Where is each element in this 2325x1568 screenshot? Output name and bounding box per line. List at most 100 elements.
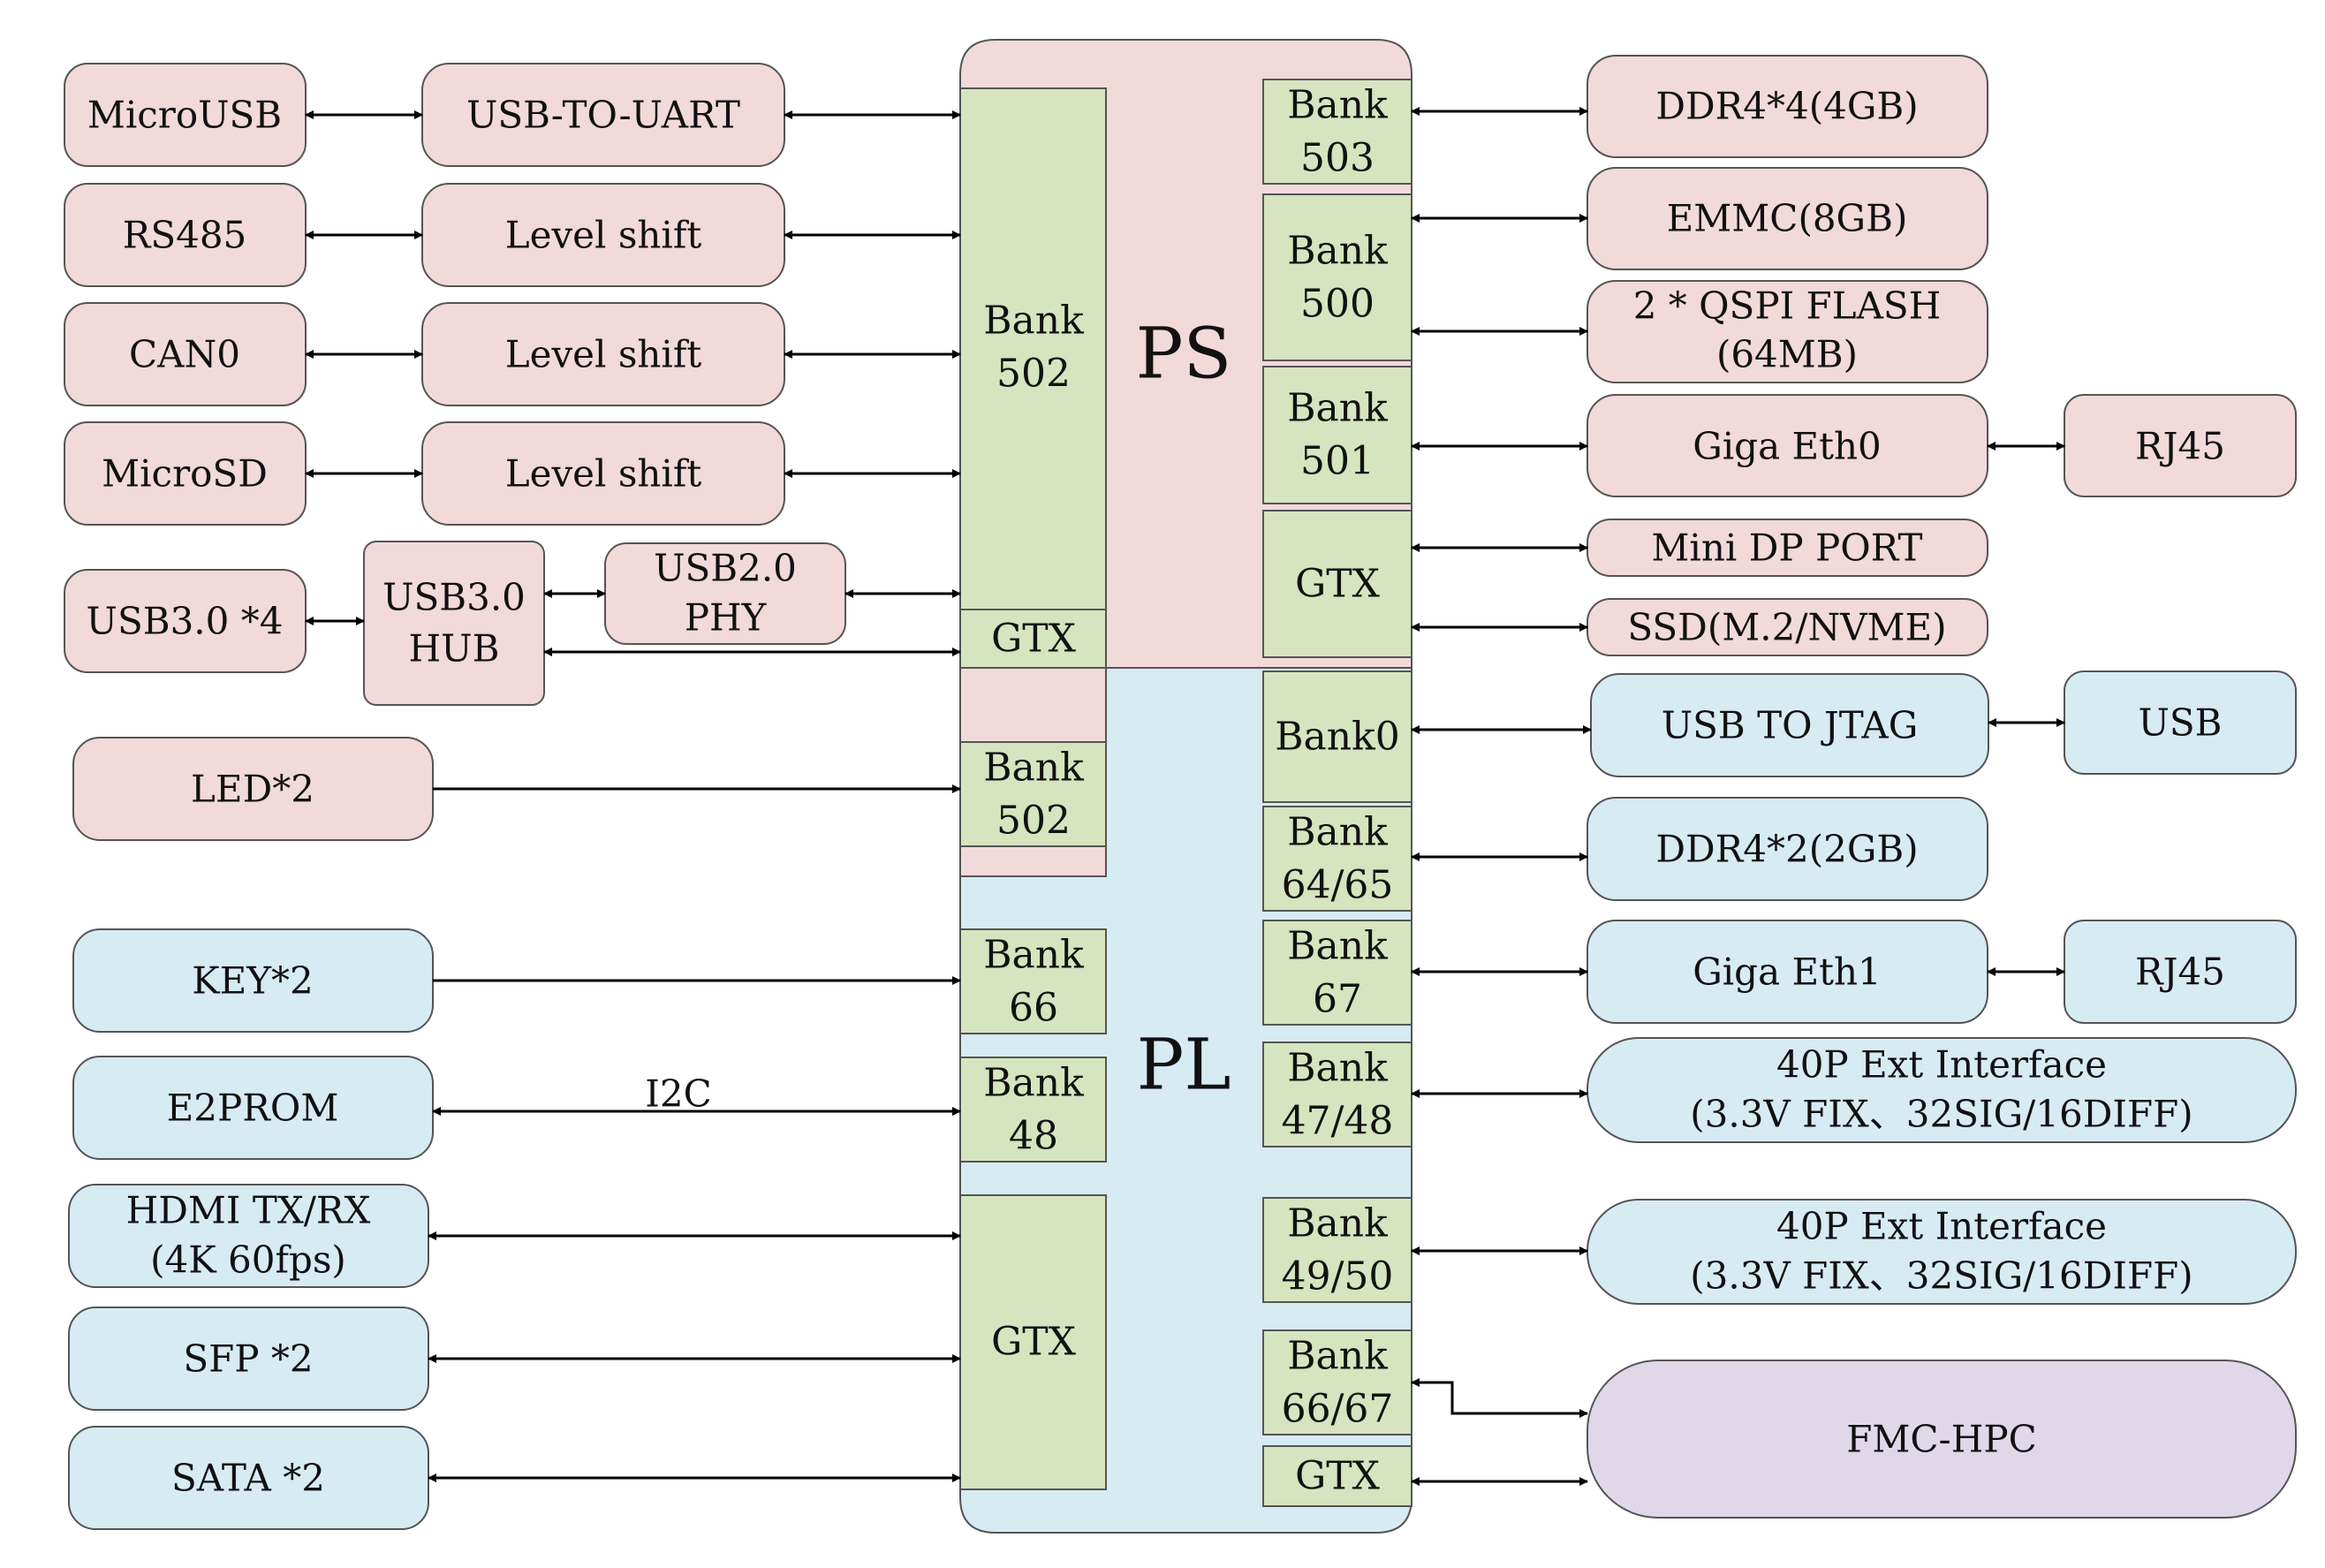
box-label: Bank0 [1275, 715, 1400, 760]
bank-66: Bank 66 [959, 928, 1107, 1034]
box-shape [959, 928, 1107, 1034]
box-label: Bank [1287, 1201, 1388, 1246]
usb20-phy-box: USB2.0 PHY [604, 542, 846, 645]
box-label: SSD(M.2/NVME) [1627, 606, 1946, 649]
box-label: USB3.0 *4 [87, 600, 284, 643]
key-box: KEY*2 [72, 928, 434, 1033]
box-label: 503 [1300, 136, 1375, 181]
bank-502-pl: Bank 502 [959, 741, 1107, 847]
box-label: 66/67 [1282, 1387, 1394, 1432]
bank-503: Bank 503 [1262, 79, 1412, 185]
box-label: 40P Ext Interface [1776, 1205, 2107, 1248]
usb30-hub-box: USB3.0 HUB [363, 541, 545, 706]
microusb-box: MicroUSB [64, 63, 307, 167]
usb30-x4-box: USB3.0 *4 [64, 569, 307, 673]
mini-dp-box: Mini DP PORT [1587, 519, 1988, 577]
box-label: 49/50 [1282, 1254, 1394, 1299]
box-label: 501 [1300, 439, 1375, 484]
ps-label: PS [1136, 313, 1232, 395]
box-label: 64/65 [1282, 863, 1394, 908]
bank-0: Bank0 [1262, 670, 1412, 803]
box-label: SATA *2 [171, 1457, 325, 1500]
box-shape [363, 541, 545, 706]
box-label: Bank [1287, 810, 1388, 855]
box-label: 47/48 [1282, 1099, 1394, 1144]
box-label: Bank [1287, 924, 1388, 969]
box-label: (3.3V FIX、32SIG/16DIFF) [1690, 1093, 2192, 1136]
bank-67: Bank 67 [1262, 920, 1412, 1026]
box-label: 502 [996, 799, 1071, 844]
rs485-box: RS485 [64, 183, 307, 287]
box-label: Bank [983, 933, 1084, 978]
box-label: KEY*2 [192, 959, 313, 1003]
box-label: Bank [983, 746, 1084, 791]
ext40p-box-1: 40P Ext Interface (3.3V FIX、32SIG/16DIFF… [1587, 1037, 2297, 1143]
box-label: Level shift [505, 452, 702, 496]
box-shape [959, 1057, 1107, 1163]
box-label: (3.3V FIX、32SIG/16DIFF) [1690, 1254, 2192, 1298]
level-shift-box-1: Level shift [421, 183, 785, 287]
box-shape [959, 87, 1107, 610]
can0-box: CAN0 [64, 302, 307, 406]
i2c-label: I2C [645, 1072, 711, 1116]
box-shape [1262, 670, 1412, 803]
box-shape [1262, 510, 1412, 658]
box-label: GTX [1295, 1454, 1380, 1499]
box-label: RJ45 [2135, 951, 2225, 994]
box-label: Giga Eth1 [1693, 951, 1882, 994]
box-label: 66 [1009, 986, 1058, 1031]
box-label: RS485 [123, 214, 247, 257]
usb-box: USB [2064, 670, 2297, 775]
box-label: 40P Ext Interface [1776, 1043, 2107, 1087]
box-label: PHY [685, 596, 768, 640]
box-label: MicroUSB [87, 94, 282, 137]
box-label: 502 [996, 352, 1071, 397]
level-shift-box-3: Level shift [421, 421, 785, 526]
box-label: DDR4*2(2GB) [1655, 828, 1918, 871]
box-label: USB-TO-UART [466, 94, 740, 137]
box-label: DDR4*4(4GB) [1655, 85, 1918, 128]
box-shape [1262, 193, 1412, 361]
box-label: (4K 60fps) [150, 1238, 346, 1282]
box-label: Bank [1287, 1334, 1388, 1379]
usb-to-uart-box: USB-TO-UART [421, 63, 785, 167]
box-label: USB2.0 [654, 547, 797, 590]
left-peripherals: MicroUSB USB-TO-UART RS485 Level shift C… [64, 63, 846, 1530]
usb-to-jtag-box: USB TO JTAG [1590, 673, 1989, 777]
box-label: E2PROM [167, 1087, 339, 1130]
ddr4-ps-box: DDR4*4(4GB) [1587, 55, 1988, 158]
gtx-pl-left: GTX [959, 1194, 1107, 1490]
box-label: (64MB) [1716, 333, 1858, 376]
sata-box: SATA *2 [68, 1426, 429, 1530]
box-label: Bank [1287, 386, 1388, 431]
giga-eth0-box: Giga Eth0 [1587, 394, 1988, 497]
ssd-box: SSD(M.2/NVME) [1587, 598, 1988, 656]
box-shape [1587, 55, 1988, 158]
e2prom-box: E2PROM [72, 1056, 434, 1160]
ddr4-pl-box: DDR4*2(2GB) [1587, 797, 1988, 901]
hdmi-box: HDMI TX/RX (4K 60fps) [68, 1184, 429, 1288]
box-label: EMMC(8GB) [1667, 197, 1908, 240]
box-label: GTX [991, 1320, 1076, 1365]
box-shape [959, 1194, 1107, 1490]
box-shape [1262, 920, 1412, 1026]
box-shape [1587, 1360, 2297, 1519]
gtx-ps-right: GTX [1262, 510, 1412, 658]
right-peripherals: DDR4*4(4GB) EMMC(8GB) 2 * QSPI FLASH (64… [1587, 55, 2297, 1519]
bank-49-50: Bank 49/50 [1262, 1197, 1412, 1303]
box-label: Bank [1287, 83, 1388, 128]
box-label: GTX [991, 617, 1076, 662]
bank-501: Bank 501 [1262, 366, 1412, 504]
box-label: GTX [1295, 562, 1380, 607]
bank-66-67: Bank 66/67 [1262, 1329, 1412, 1435]
box-shape [1262, 806, 1412, 912]
box-label: Level shift [505, 214, 702, 257]
box-label: Bank [1287, 229, 1388, 274]
box-shape [959, 609, 1107, 669]
rj45-box-0: RJ45 [2064, 394, 2297, 497]
sfp-box: SFP *2 [68, 1307, 429, 1411]
box-label: HDMI TX/RX [126, 1189, 371, 1232]
box-label: Giga Eth0 [1693, 425, 1882, 468]
box-shape [1262, 1197, 1412, 1303]
